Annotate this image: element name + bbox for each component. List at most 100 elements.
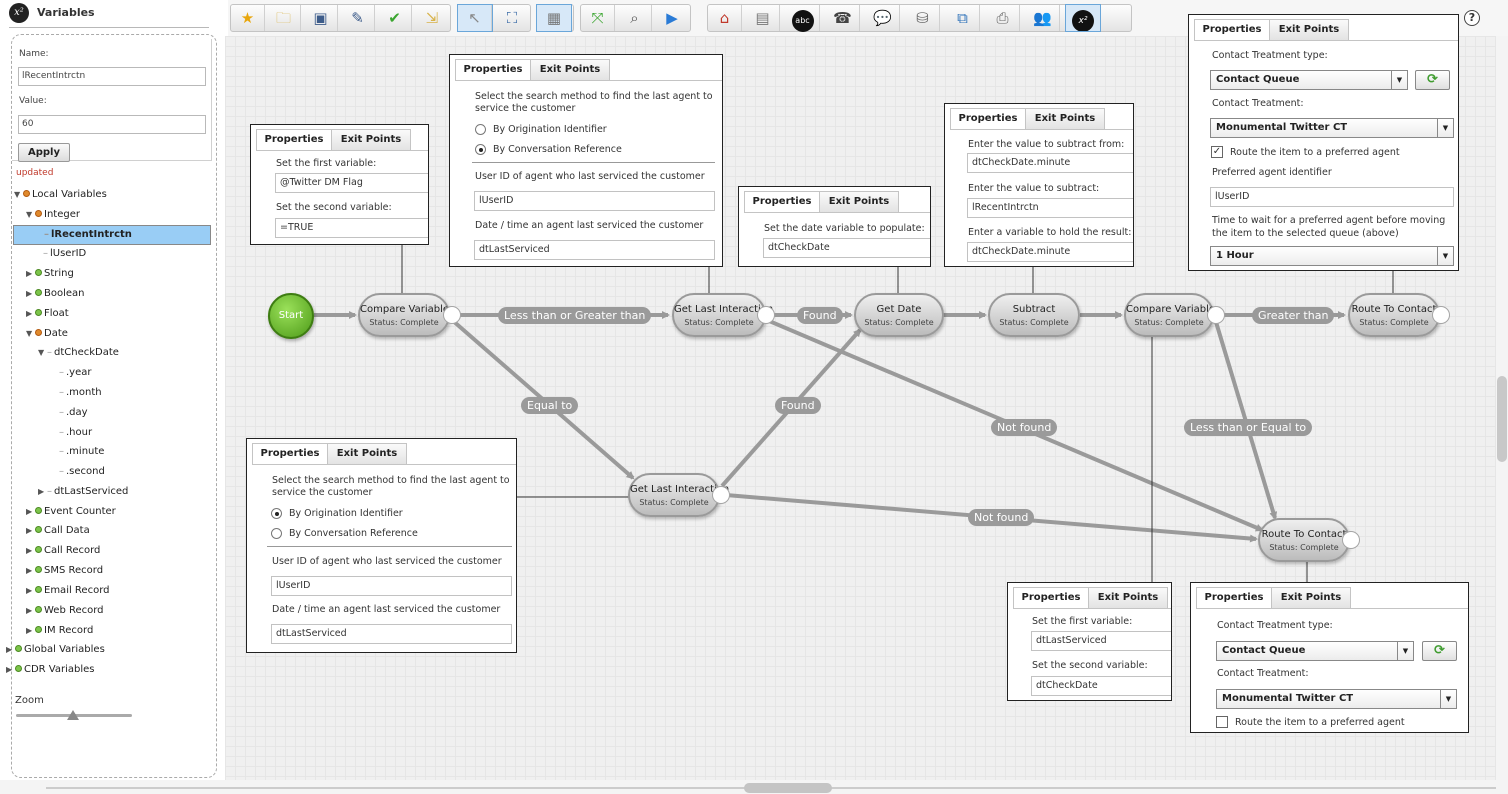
tree-node-global-variables[interactable]: ▶Global Variables <box>6 644 105 655</box>
tab-properties[interactable]: Properties <box>1013 587 1089 609</box>
contact-treatment-select[interactable]: Monumental Twitter CT▼ <box>1216 689 1457 709</box>
date-variable-field[interactable]: dtCheckDate <box>763 238 930 258</box>
tree-node-call-record[interactable]: ▶Call Record <box>26 545 101 556</box>
help-icon[interactable]: ? <box>1464 10 1480 26</box>
contact-treatment-select[interactable]: Monumental Twitter CT▼ <box>1210 118 1454 138</box>
node-get-last-interaction-1[interactable]: Get Last Interaction Status: Complete <box>672 293 773 337</box>
result-variable-field[interactable]: dtCheckDate.minute <box>967 242 1133 262</box>
zoom-icon[interactable]: ⌕ <box>618 5 652 31</box>
play-icon[interactable]: ▶ <box>666 9 678 27</box>
tree-node-string[interactable]: ▶String <box>26 268 74 279</box>
zoom-slider-handle[interactable] <box>67 710 79 720</box>
node-get-last-interaction-2[interactable]: Get Last Interaction Status: Complete <box>628 473 729 517</box>
last-serviced-field[interactable]: dtLastServiced <box>474 240 715 260</box>
node-port[interactable] <box>1432 306 1450 324</box>
node-route-to-contact-1[interactable]: Route To Contact Status: Complete <box>1348 293 1440 337</box>
network-icon[interactable]: ⧉ <box>946 5 980 31</box>
calculator-icon[interactable]: ▤ <box>746 5 780 31</box>
tab-exit-points[interactable]: Exit Points <box>327 443 407 465</box>
select-icon[interactable]: ⛶ <box>506 9 518 27</box>
node-route-to-contact-2[interactable]: Route To Contact Status: Complete <box>1258 518 1350 562</box>
tab-exit-points[interactable]: Exit Points <box>530 59 610 81</box>
vertical-scrollbar-thumb[interactable] <box>1497 376 1507 462</box>
tree-node-local-variables[interactable]: ▼Local Variables <box>14 189 107 200</box>
edit-icon[interactable]: ✎ <box>341 5 375 31</box>
tab-exit-points[interactable]: Exit Points <box>1269 19 1349 41</box>
tree-node-date[interactable]: ▼Date <box>26 328 68 339</box>
tree-node-sms-record[interactable]: ▶SMS Record <box>26 565 104 576</box>
preferred-agent-checkbox[interactable]: ✓ <box>1211 146 1223 158</box>
save-icon[interactable]: ▣ <box>304 5 338 31</box>
node-compare-variables-2[interactable]: Compare Variables Status: Complete <box>1124 293 1220 337</box>
node-subtract[interactable]: Subtract Status: Complete <box>988 293 1080 337</box>
tab-exit-points[interactable]: Exit Points <box>819 191 899 213</box>
first-variable-field[interactable]: dtLastServiced <box>1031 631 1171 651</box>
apply-button[interactable]: Apply <box>18 143 70 162</box>
tree-node-boolean[interactable]: ▶Boolean <box>26 288 85 299</box>
refresh-icon[interactable]: ⟳ <box>1415 70 1450 90</box>
tree-node-email-record[interactable]: ▶Email Record <box>26 585 110 596</box>
preferred-agent-field[interactable]: lUserID <box>1210 187 1454 207</box>
node-port[interactable] <box>443 306 461 324</box>
tree-node-call-data[interactable]: ▶Call Data <box>26 525 90 536</box>
fit-icon[interactable]: ⤧ <box>581 5 615 31</box>
tab-exit-points[interactable]: Exit Points <box>1088 587 1168 609</box>
users-icon[interactable]: 👥 <box>1026 5 1060 31</box>
tree-node-year[interactable]: –.year <box>59 367 92 378</box>
check-icon[interactable]: ✔ <box>378 5 412 31</box>
open-folder-icon[interactable]: 🗀 <box>267 5 301 31</box>
user-id-field[interactable]: lUserID <box>474 191 715 211</box>
abc-icon[interactable]: abc <box>786 5 820 32</box>
tree-node-integer[interactable]: ▼Integer <box>26 209 80 220</box>
tree-node-luserid[interactable]: –lUserID <box>43 248 87 259</box>
preferred-agent-checkbox[interactable] <box>1216 716 1228 728</box>
contact-treatment-type-select[interactable]: Contact Queue▼ <box>1210 70 1408 90</box>
tab-properties[interactable]: Properties <box>455 59 531 81</box>
node-compare-variables-1[interactable]: Compare Variables Status: Complete <box>358 293 454 337</box>
second-variable-field[interactable]: dtCheckDate <box>1031 676 1171 696</box>
chat-icon[interactable]: 💬 <box>866 5 900 31</box>
tab-exit-points[interactable]: Exit Points <box>1271 587 1351 609</box>
subtract-value-field[interactable]: lRecentIntrctn <box>967 198 1133 218</box>
tree-node-day[interactable]: –.day <box>59 407 88 418</box>
radio-conversation-reference[interactable] <box>475 144 486 155</box>
home-icon[interactable]: ⌂ <box>708 5 742 31</box>
tab-exit-points[interactable]: Exit Points <box>331 129 411 151</box>
tree-node-minute[interactable]: –.minute <box>59 446 105 457</box>
tree-node-dtcheckdate[interactable]: ▼–dtCheckDate <box>38 347 119 358</box>
start-node[interactable]: Start <box>268 293 314 339</box>
tab-properties[interactable]: Properties <box>1196 587 1272 609</box>
tab-properties[interactable]: Properties <box>744 191 820 213</box>
export-icon[interactable]: ⇲ <box>425 9 439 27</box>
node-port[interactable] <box>712 486 730 504</box>
last-serviced-field[interactable]: dtLastServiced <box>271 624 512 644</box>
tree-node-float[interactable]: ▶Float <box>26 308 69 319</box>
tab-properties[interactable]: Properties <box>1194 19 1270 41</box>
horizontal-scrollbar-thumb[interactable] <box>744 783 832 793</box>
tree-node-dtlastserviced[interactable]: ▶–dtLastServiced <box>38 486 129 497</box>
pointer-icon[interactable]: ↖ <box>457 4 493 32</box>
tab-properties[interactable]: Properties <box>252 443 328 465</box>
tab-properties[interactable]: Properties <box>950 108 1026 130</box>
tree-node-cdr-variables[interactable]: ▶CDR Variables <box>6 664 95 675</box>
tab-exit-points[interactable]: Exit Points <box>1025 108 1105 130</box>
tree-node-hour[interactable]: –.hour <box>59 427 93 438</box>
second-variable-field[interactable]: =TRUE <box>275 218 428 238</box>
tree-node-second[interactable]: –.second <box>59 466 105 477</box>
radio-conversation-reference[interactable] <box>271 528 282 539</box>
name-input[interactable]: lRecentIntrctn <box>18 67 206 86</box>
printer-icon[interactable]: ⎙ <box>986 5 1020 31</box>
value-input[interactable]: 60 <box>18 115 206 134</box>
database-icon[interactable]: ⛁ <box>906 5 940 31</box>
node-port[interactable] <box>757 306 775 324</box>
tree-node-month[interactable]: –.month <box>59 387 102 398</box>
wait-time-select[interactable]: 1 Hour▼ <box>1210 246 1454 266</box>
tab-properties[interactable]: Properties <box>256 129 332 151</box>
first-variable-field[interactable]: @Twitter DM Flag <box>275 173 428 193</box>
radio-origination-identifier[interactable] <box>271 508 282 519</box>
tree-node-web-record[interactable]: ▶Web Record <box>26 605 104 616</box>
subtract-from-field[interactable]: dtCheckDate.minute <box>967 153 1133 173</box>
tree-node-lrecentintrctn[interactable]: –lRecentIntrctn <box>13 225 211 245</box>
variables-icon[interactable]: x² <box>1065 4 1101 32</box>
node-get-date[interactable]: Get Date Status: Complete <box>854 293 944 337</box>
